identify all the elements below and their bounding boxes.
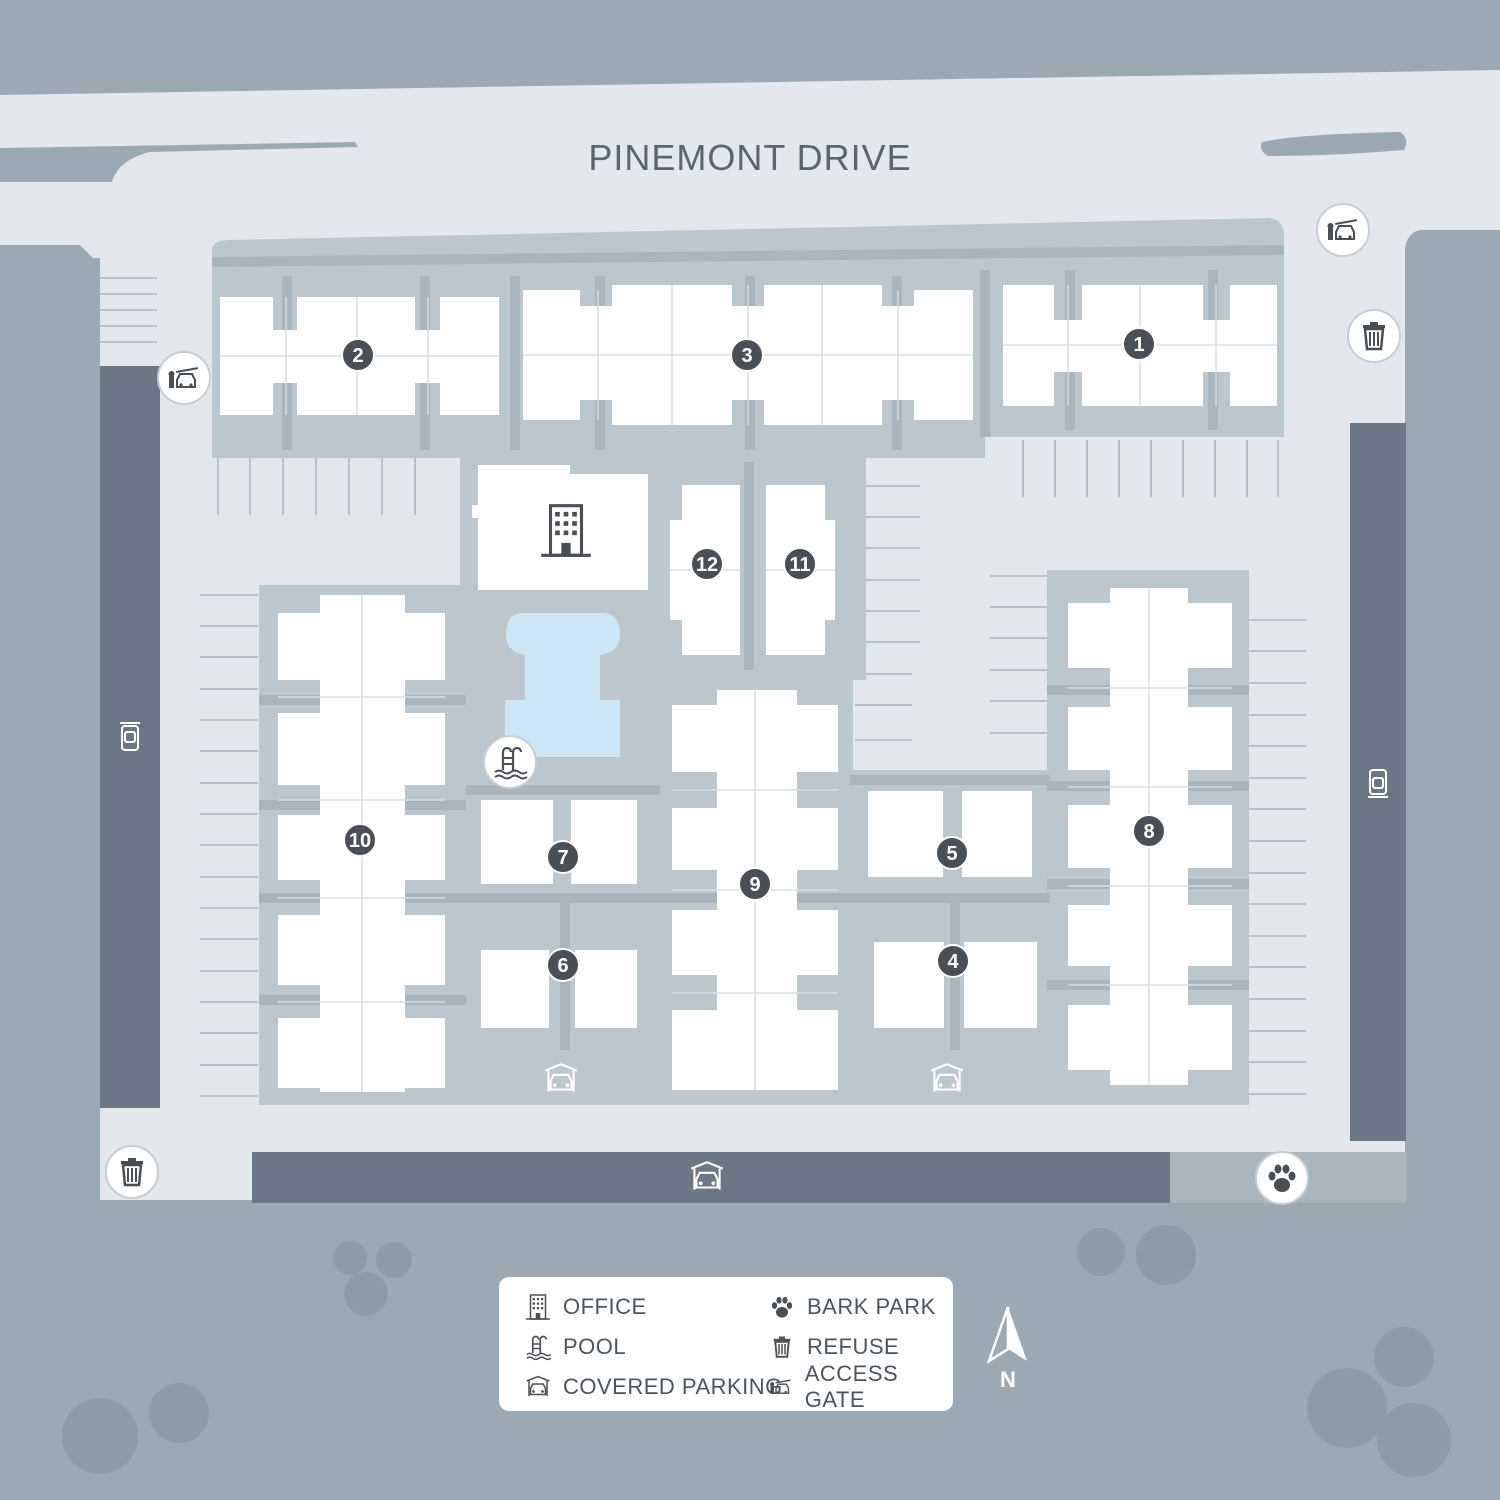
legend-label: REFUSE: [807, 1334, 900, 1359]
building-marker-11[interactable]: 11: [783, 547, 817, 581]
building-7a: [481, 800, 553, 884]
office-icon: [523, 1292, 553, 1322]
trees: [62, 1225, 1451, 1477]
building-marker-2[interactable]: 2: [341, 338, 375, 372]
building-number: 9: [749, 874, 760, 896]
building-marker-8[interactable]: 8: [1132, 814, 1166, 848]
building-number: 4: [947, 951, 959, 973]
legend-item-pool: POOL: [523, 1331, 626, 1363]
building-number: 2: [352, 345, 363, 367]
legend: OFFICE POOL COVERED PARKING BARK PARK RE…: [499, 1277, 953, 1412]
access-gate-marker-right[interactable]: [1316, 203, 1370, 257]
building-marker-6[interactable]: 6: [546, 948, 580, 982]
covered-parking-icon: [523, 1372, 553, 1402]
access-gate-marker-left[interactable]: [157, 351, 211, 405]
legend-label: ACCESS GATE: [804, 1361, 899, 1412]
north-arrow-icon: [986, 1306, 1027, 1364]
building-number: 3: [741, 345, 752, 367]
parking-stalls: [100, 277, 1306, 1097]
building-5a: [868, 791, 943, 877]
building-4b: [964, 942, 1037, 1028]
compass: N: [985, 1305, 1031, 1395]
building-marker-4[interactable]: 4: [936, 944, 970, 978]
building-number: 6: [557, 955, 568, 977]
refuse-icon: [119, 1156, 145, 1187]
refuse-icon: [767, 1332, 797, 1362]
building-marker-5[interactable]: 5: [935, 836, 969, 870]
building-number: 7: [557, 847, 568, 869]
pool-icon: [523, 1332, 553, 1362]
refuse-marker-left[interactable]: [105, 1145, 159, 1199]
street-name: PINEMONT DRIVE: [588, 137, 911, 178]
office-building: [472, 465, 648, 590]
bark-park-icon: [767, 1292, 797, 1322]
access-gate-icon: [767, 1372, 795, 1402]
legend-item-covered-parking: COVERED PARKING: [523, 1371, 783, 1403]
legend-label: POOL: [563, 1334, 627, 1359]
building-marker-10[interactable]: 10: [343, 823, 377, 857]
refuse-icon: [1361, 320, 1387, 351]
compass-label: N: [1000, 1367, 1016, 1392]
pool-marker[interactable]: [483, 735, 537, 789]
building-marker-1[interactable]: 1: [1122, 327, 1156, 361]
building-4a: [874, 942, 944, 1028]
building-marker-3[interactable]: 3: [730, 338, 764, 372]
legend-label: OFFICE: [563, 1294, 647, 1319]
refuse-marker-right[interactable]: [1347, 309, 1401, 363]
building-marker-7[interactable]: 7: [546, 840, 580, 874]
legend-label: COVERED PARKING: [563, 1374, 783, 1399]
legend-item-bark-park: BARK PARK: [767, 1291, 936, 1323]
building-number: 1: [1133, 334, 1144, 356]
legend-item-office: OFFICE: [523, 1291, 647, 1323]
building-number: 5: [946, 843, 957, 865]
building-7b: [571, 800, 637, 884]
building-number: 11: [789, 554, 810, 576]
building-6a: [481, 950, 549, 1028]
legend-label: BARK PARK: [807, 1294, 936, 1319]
legend-item-access-gate: ACCESS GATE: [767, 1361, 953, 1412]
pool: [505, 613, 620, 757]
building-5b: [962, 791, 1032, 877]
legend-item-refuse: REFUSE: [767, 1331, 899, 1363]
building-number: 12: [696, 554, 718, 576]
building-number: 8: [1143, 821, 1154, 843]
building-seams: [220, 285, 1277, 1092]
building-6b: [575, 950, 637, 1028]
building-marker-12[interactable]: 12: [690, 547, 724, 581]
building-marker-9[interactable]: 9: [738, 867, 772, 901]
building-number: 10: [349, 830, 371, 852]
bark-park-marker[interactable]: [1255, 1151, 1309, 1205]
building-markers[interactable]: 1 2 3 4 5 6 7 8 9 10 11 12: [341, 327, 1166, 982]
